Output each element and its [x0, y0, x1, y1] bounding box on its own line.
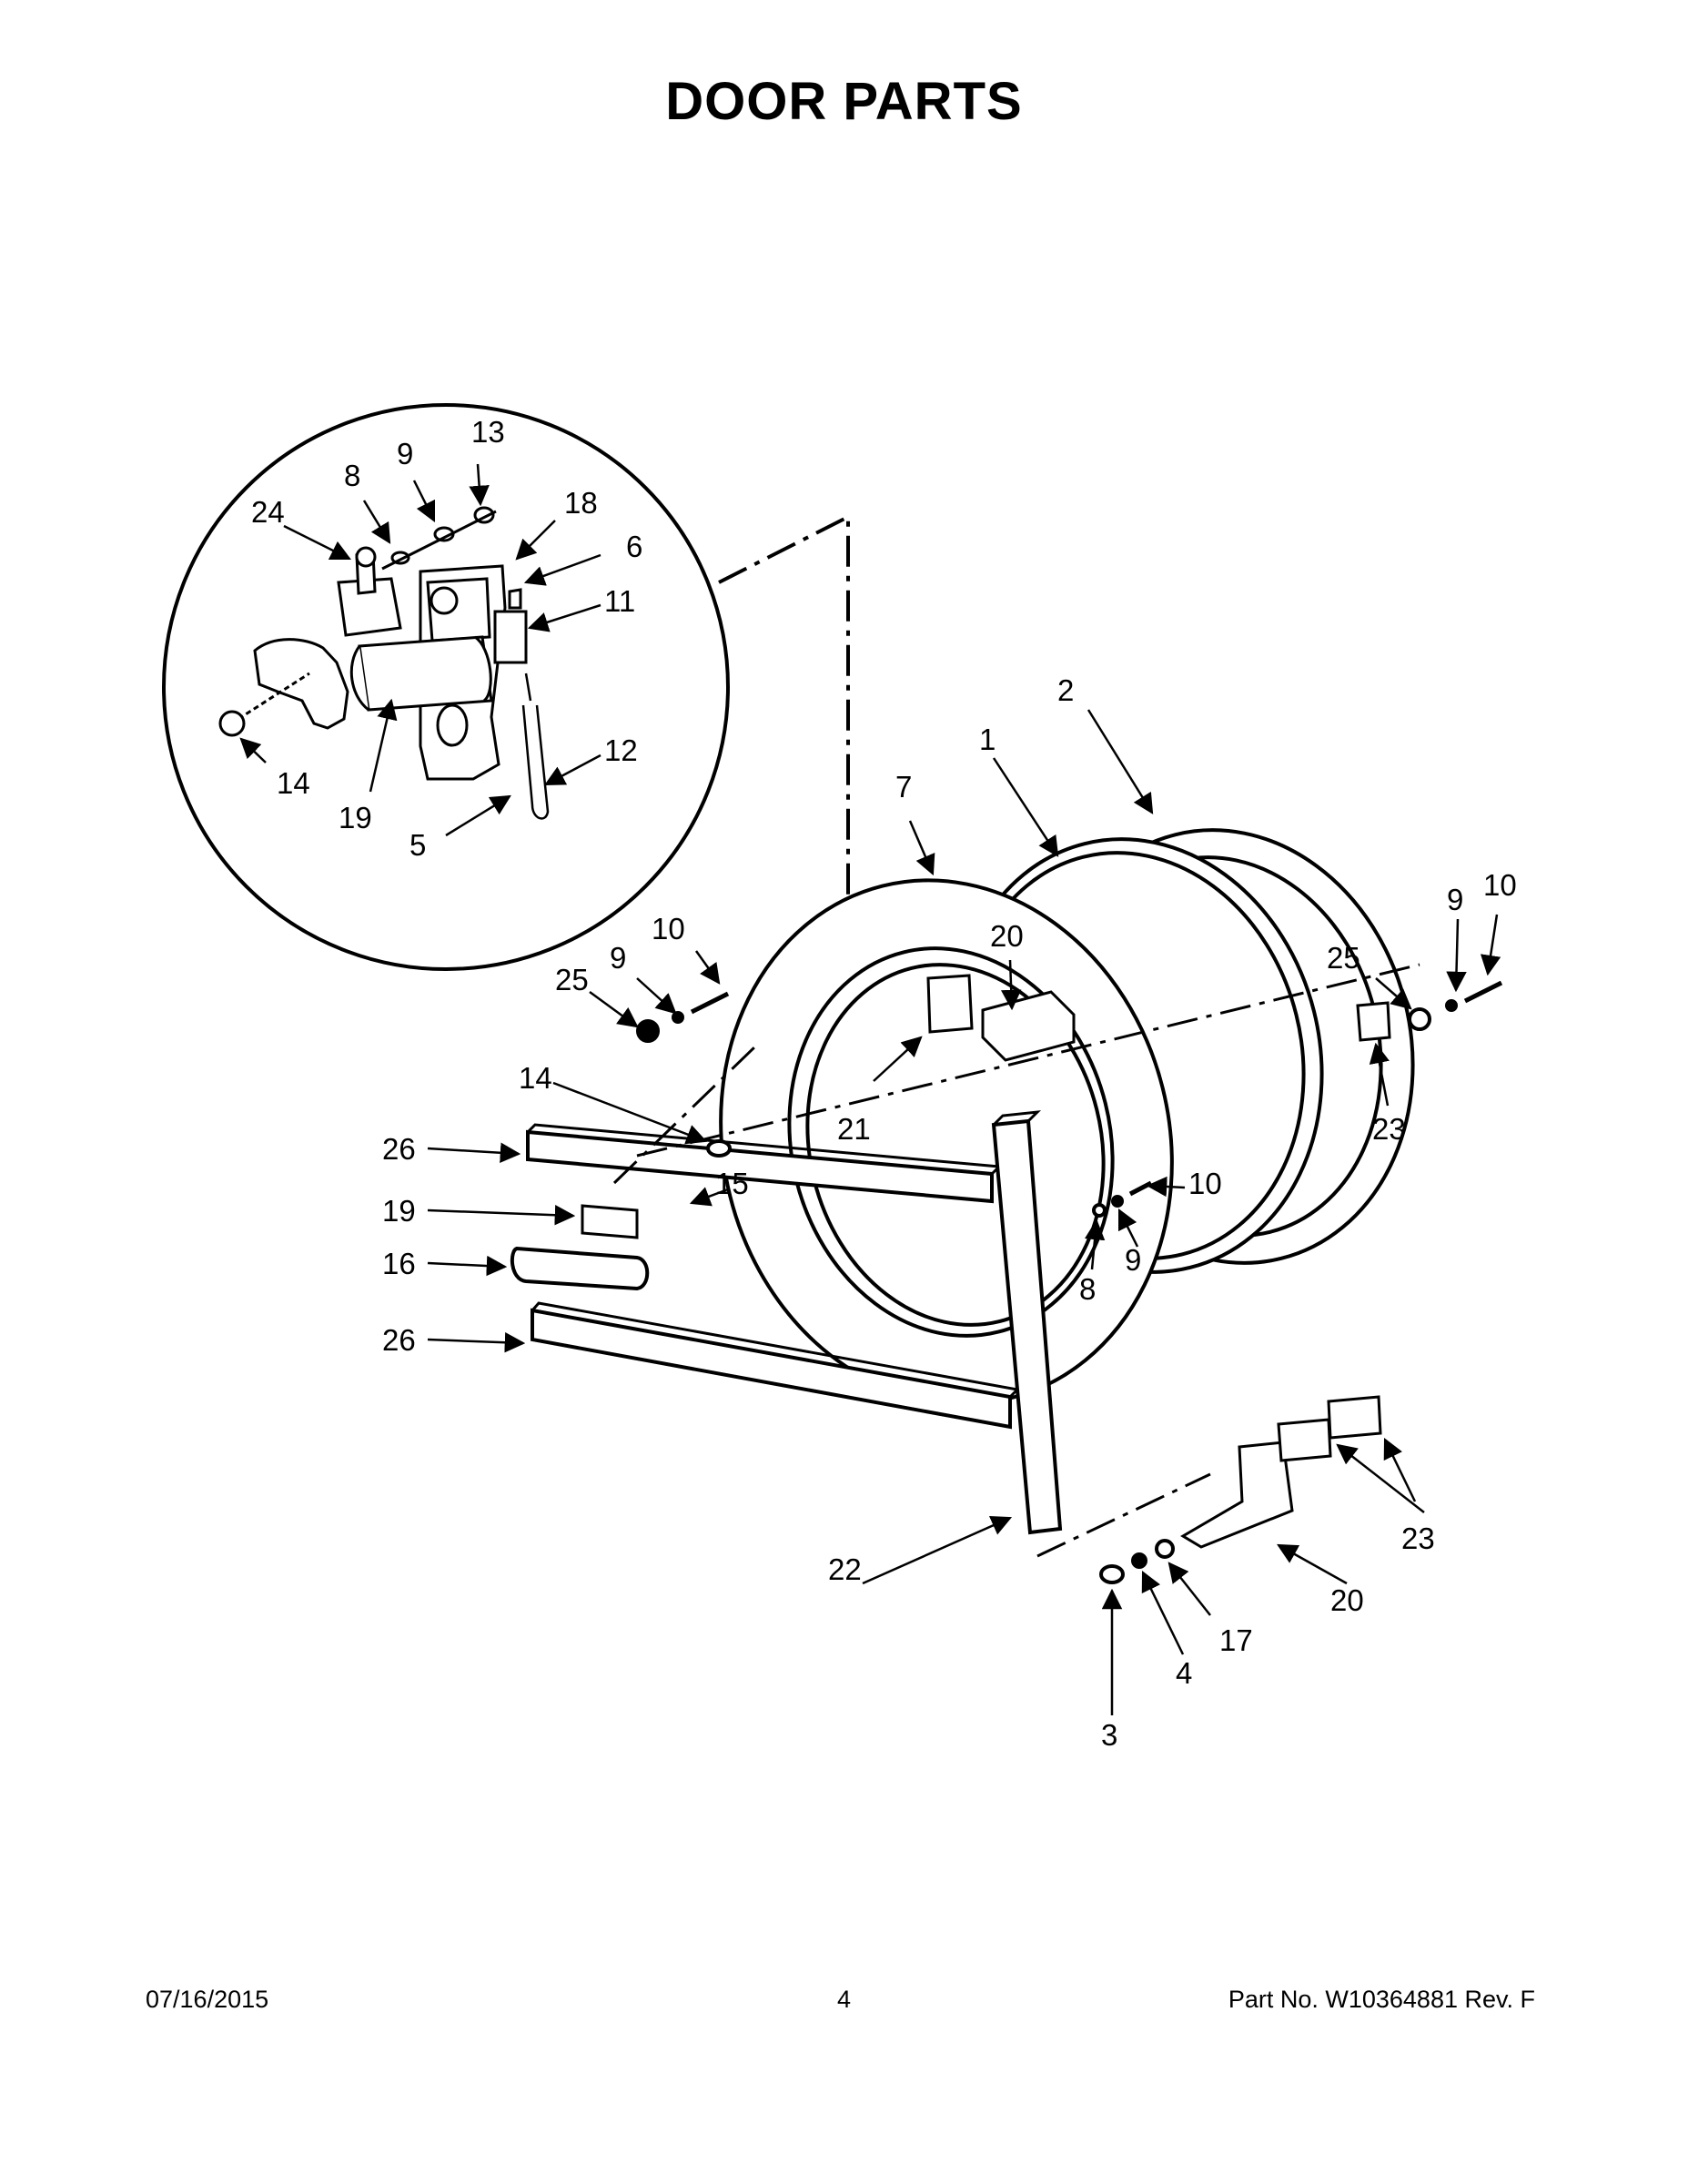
callout-10: 10 [1483, 868, 1517, 902]
callout-24: 24 [251, 495, 285, 529]
page-title: DOOR PARTS [665, 72, 1023, 131]
washer-9-left [672, 1011, 684, 1024]
washer-8 [1092, 1203, 1107, 1218]
callout-26: 26 [382, 1323, 416, 1357]
handle-bar-lower [531, 1308, 1012, 1430]
callout-11: 11 [604, 584, 635, 618]
callout-26: 26 [382, 1132, 416, 1166]
spring-clip [521, 672, 550, 820]
callout-1: 1 [979, 723, 996, 756]
callout-22: 22 [828, 1552, 862, 1586]
screw-14 [706, 1139, 732, 1158]
callout-2: 2 [1057, 673, 1074, 707]
shim-upper [1356, 1001, 1391, 1042]
callout-9: 9 [610, 941, 626, 975]
callout-labels: 13 9 8 24 18 6 11 12 14 19 5 2 1 7 20 10… [251, 415, 1517, 1752]
callout-23: 23 [1372, 1112, 1406, 1146]
callout-15: 15 [715, 1167, 749, 1200]
callout-14: 14 [277, 766, 310, 800]
callout-10: 10 [652, 912, 685, 945]
callout-16: 16 [382, 1247, 416, 1280]
leader-arrows [239, 463, 1501, 1715]
washer-nut-stack [381, 506, 497, 571]
door-assembly [510, 828, 1503, 1584]
door-fragment [253, 638, 349, 730]
shim-lower-b [1327, 1395, 1382, 1440]
screw-ball-part-14 [218, 672, 310, 737]
callout-5: 5 [409, 828, 426, 862]
callout-9: 9 [1125, 1243, 1141, 1277]
callout-20: 20 [990, 919, 1024, 953]
hinge-axis-line [636, 963, 1420, 1158]
screw-10-right [1463, 980, 1503, 1004]
footer-date: 07/16/2015 [146, 1986, 269, 2013]
handle-bar-upper [526, 1129, 994, 1204]
callout-12: 12 [604, 733, 638, 767]
washer-4 [1131, 1552, 1147, 1569]
callout-3: 3 [1101, 1718, 1117, 1752]
footer-part-number: Part No. W10364881 Rev. F [1228, 1986, 1535, 2013]
callout-7: 7 [895, 770, 912, 804]
washer-17 [1155, 1539, 1175, 1559]
callout-8: 8 [1079, 1272, 1096, 1306]
callout-17: 17 [1219, 1623, 1253, 1657]
callout-9: 9 [1447, 883, 1463, 916]
lower-axis-line [1036, 1472, 1211, 1558]
footer-page-number: 4 [836, 1986, 852, 2013]
hinge-lower [1180, 1441, 1294, 1549]
latch-arm [337, 546, 493, 712]
latch-detail-view [162, 403, 850, 1041]
washer-9-right [1445, 999, 1458, 1012]
handle-bracket [581, 1204, 639, 1239]
detail-link-line [718, 513, 850, 1041]
washer-25-right [1408, 1007, 1431, 1031]
washer-9-center [1111, 1195, 1124, 1208]
handle-upright [991, 1118, 1063, 1535]
handle-grip [510, 1246, 650, 1291]
screw-10-left [690, 991, 730, 1015]
hinge-plate [926, 974, 974, 1034]
callout-10: 10 [1188, 1167, 1222, 1200]
callout-14: 14 [519, 1061, 552, 1095]
callout-20: 20 [1330, 1583, 1364, 1617]
bolt-3 [1099, 1564, 1125, 1584]
callout-9: 9 [397, 437, 413, 470]
callout-25: 25 [1327, 941, 1360, 975]
callout-19: 19 [339, 801, 372, 834]
callout-21: 21 [837, 1112, 871, 1146]
callout-13: 13 [471, 415, 505, 449]
callout-25: 25 [555, 963, 589, 996]
callout-8: 8 [344, 459, 360, 492]
callout-19: 19 [382, 1194, 416, 1228]
shim-lower-a [1277, 1418, 1332, 1462]
washer-25-left [636, 1019, 660, 1043]
detail-circle [162, 403, 730, 971]
callout-23: 23 [1401, 1522, 1435, 1555]
callout-6: 6 [626, 530, 642, 563]
handle-axis-line [612, 1045, 757, 1185]
callout-4: 4 [1176, 1656, 1192, 1690]
callout-18: 18 [564, 486, 598, 520]
